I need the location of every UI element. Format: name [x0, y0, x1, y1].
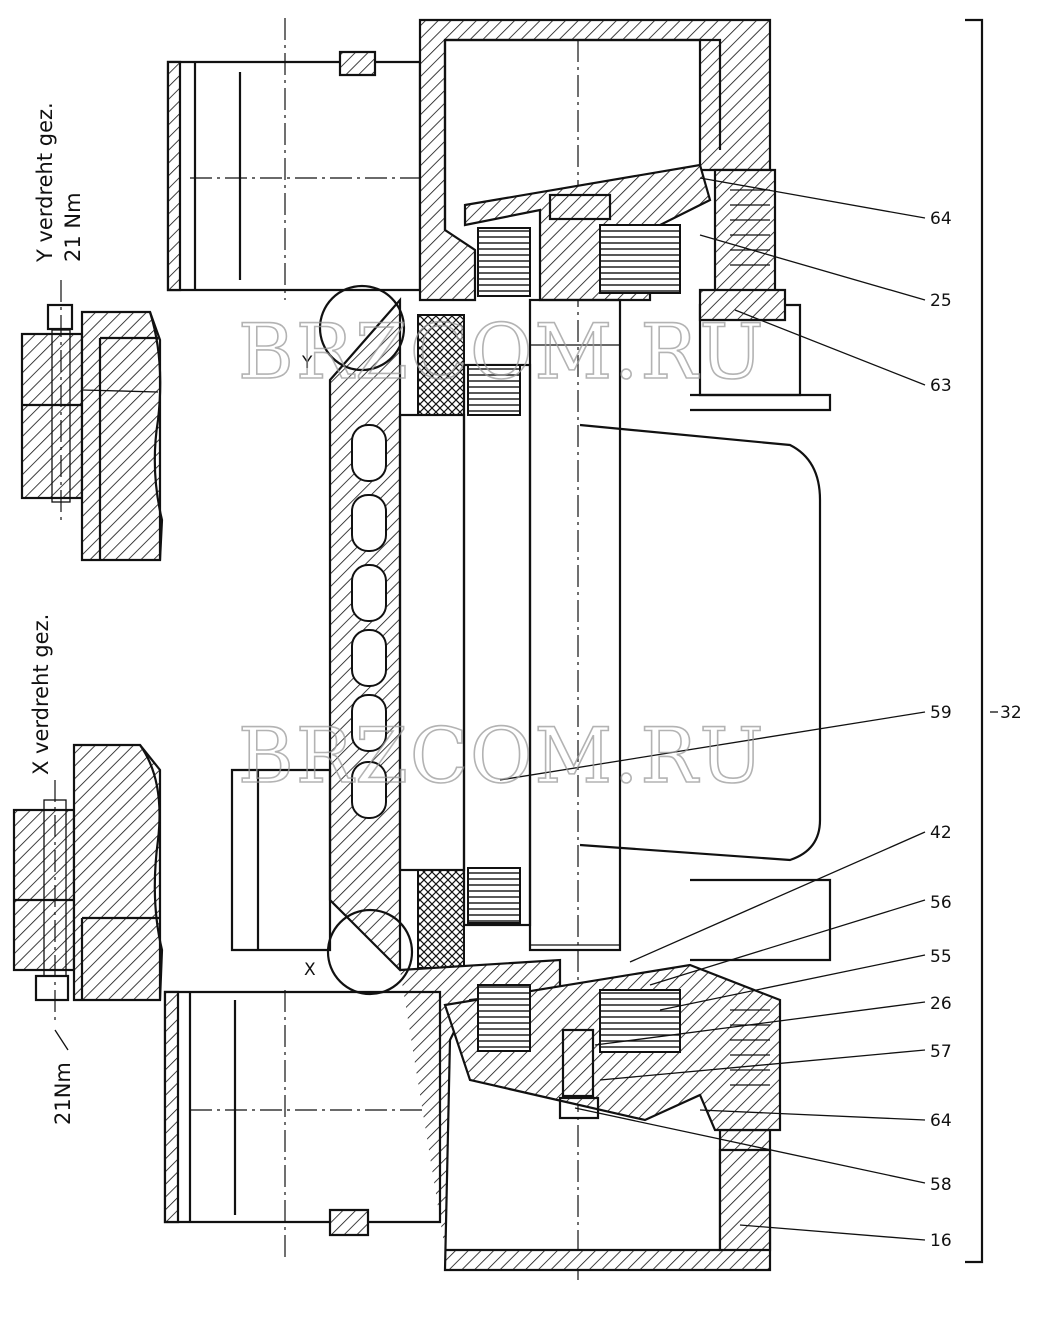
svg-text:21Nm: 21Nm [51, 1062, 75, 1125]
marker-y: Y [301, 353, 313, 373]
label-26: 26 [930, 994, 952, 1014]
watermark-top: BRZCOM.RU [238, 307, 766, 396]
label-42: 42 [930, 823, 952, 843]
detail-x-title: X verdreht gez. [29, 614, 53, 775]
bracket-32 [965, 18, 984, 1264]
svg-text:21 Nm: 21 Nm [61, 192, 85, 262]
label-16: 16 [930, 1231, 952, 1251]
svg-text:X verdreht gez.: X verdreht gez. [29, 614, 53, 775]
marker-x: X [304, 960, 316, 980]
detail-x: X verdreht gez. 21Nm [12, 614, 164, 1125]
detail-x-torque: 21Nm [51, 1062, 75, 1125]
main-assembly: Y X [163, 18, 832, 1280]
detail-y-circle [318, 284, 406, 372]
label-64-bottom: 64 [930, 1111, 952, 1131]
cooling-slots [351, 424, 387, 819]
detail-y-torque: 21 Nm [61, 192, 85, 262]
leader-lines [499, 177, 998, 1241]
label-59: 59 [930, 703, 952, 723]
detail-y: Y verdreht gez. 21 Nm [20, 102, 164, 562]
detail-x-circle [326, 908, 414, 996]
detail-y-title: Y verdreht gez. [33, 102, 57, 263]
part-labels: 64 25 63 59 32 42 56 55 26 57 64 58 16 [930, 209, 1022, 1251]
label-32: 32 [1000, 703, 1022, 723]
label-64-top: 64 [930, 209, 952, 229]
label-58: 58 [930, 1175, 952, 1195]
label-63: 63 [930, 376, 952, 396]
watermark-bottom: BRZCOM.RU [238, 711, 766, 800]
label-57: 57 [930, 1042, 952, 1062]
svg-text:Y verdreht gez.: Y verdreht gez. [33, 102, 57, 263]
label-25: 25 [930, 291, 952, 311]
label-56: 56 [930, 893, 952, 913]
label-55: 55 [930, 947, 952, 967]
